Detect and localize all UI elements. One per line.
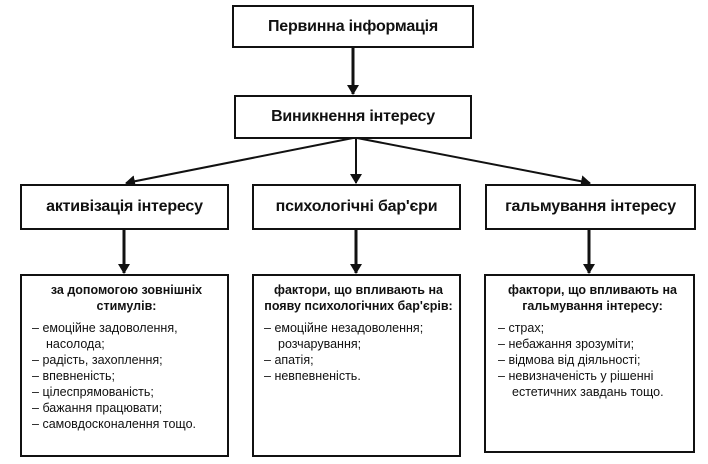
branch-2-label: психологічні бар'єри (275, 198, 438, 215)
branch-2-detail-list: емоційне незадоволення; розчарування; ап… (264, 320, 453, 384)
root-label: Первинна інформація (267, 17, 439, 35)
branch-1-detail-heading: за допомогою зовнішніх стимулів: (50, 283, 203, 313)
list-item: бажання працювати; (32, 400, 221, 416)
list-item: відмова від діяльності; (498, 352, 687, 368)
branch-1-label: активізація інтересу (46, 198, 203, 215)
list-item: небажання зрозуміти; (498, 336, 687, 352)
branch-3-detail-heading: фактори, що впливають на гальмування інт… (508, 283, 677, 313)
list-item: емоційне незадоволення; розчарування; (264, 320, 453, 352)
list-item: радість, захоплення; (32, 352, 221, 368)
list-item: цілеспрямованість; (32, 384, 221, 400)
branch-1-detail-box: за допомогою зовнішніх стимулів: емоційн… (20, 274, 229, 457)
list-item: самовдосконалення тощо. (32, 416, 221, 432)
branch-2-detail-box: фактори, що впливають на появу психологі… (252, 274, 461, 457)
list-item: невпевненість. (264, 368, 453, 384)
branch-1-detail-list: емоційне задоволення, насолода; радість,… (32, 320, 221, 432)
list-item: апатія; (264, 352, 453, 368)
branch-2-detail-heading: фактори, що впливають на появу психологі… (264, 283, 453, 313)
list-item: впевненість; (32, 368, 221, 384)
second-label: Виникнення інтересу (271, 108, 435, 125)
branch-3-detail-box: фактори, що впливають на гальмування інт… (484, 274, 695, 453)
list-item: страх; (498, 320, 687, 336)
list-item: невизначеність у рішенні естетичних завд… (498, 368, 687, 400)
branch-3-label: гальмування інтересу (505, 198, 676, 215)
branch-2-box: психологічні бар'єри (252, 184, 461, 230)
list-item: емоційне задоволення, насолода; (32, 320, 221, 352)
second-box: Виникнення інтересу (234, 95, 472, 139)
branch-3-detail-list: страх; небажання зрозуміти; відмова від … (498, 320, 687, 400)
arrow-second-to-branch-3 (356, 137, 591, 188)
branch-3-box: гальмування інтересу (485, 184, 696, 230)
branch-1-box: активізація інтересу (20, 184, 229, 230)
root-box: Первинна інформація (232, 5, 474, 48)
arrow-second-to-branch-1 (125, 137, 354, 188)
